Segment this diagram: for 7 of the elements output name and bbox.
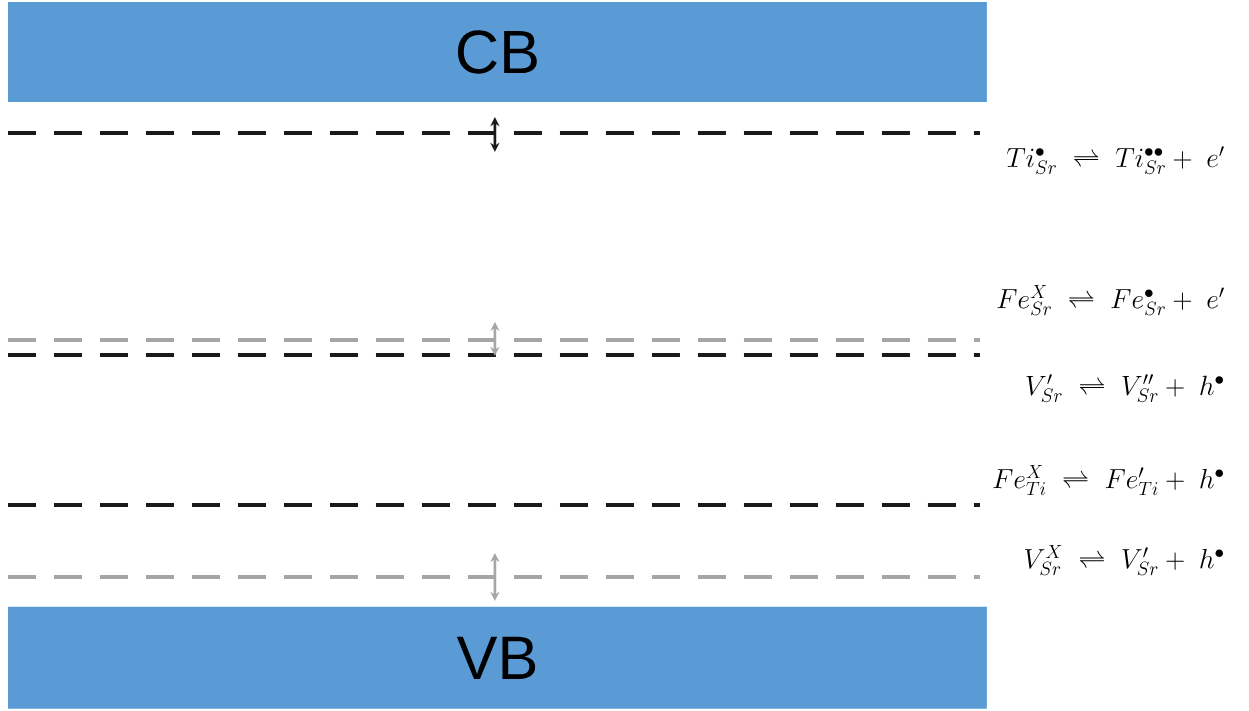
equilibrium-label: $Ti_{Sr}^{\bullet}\;\rightleftharpoons\;Ti_{Sr}^{\bullet\bullet}+\;e'$ — [1006, 146, 1224, 175]
equilibrium-label: $V_{Sr}'\;\rightleftharpoons\;V_{Sr}''+\;h^{\bullet}$ — [1026, 374, 1223, 403]
equilibrium-label: $Fe_{Sr}^{X}\;\rightleftharpoons\;Fe_{Sr}^{\bullet}+\;e'$ — [997, 285, 1224, 316]
equilibrium-label: $V_{Sr}^{X}\;\rightleftharpoons\;V_{Sr}'+\;h^{\bullet}$ — [1025, 545, 1223, 576]
band-box: CB — [8, 2, 987, 103]
band-box: VB — [8, 606, 987, 709]
equilibrium-label: $Fe_{Ti}^{X}\;\rightleftharpoons\;Fe_{Ti}'+\;h^{\bullet}$ — [993, 465, 1223, 496]
